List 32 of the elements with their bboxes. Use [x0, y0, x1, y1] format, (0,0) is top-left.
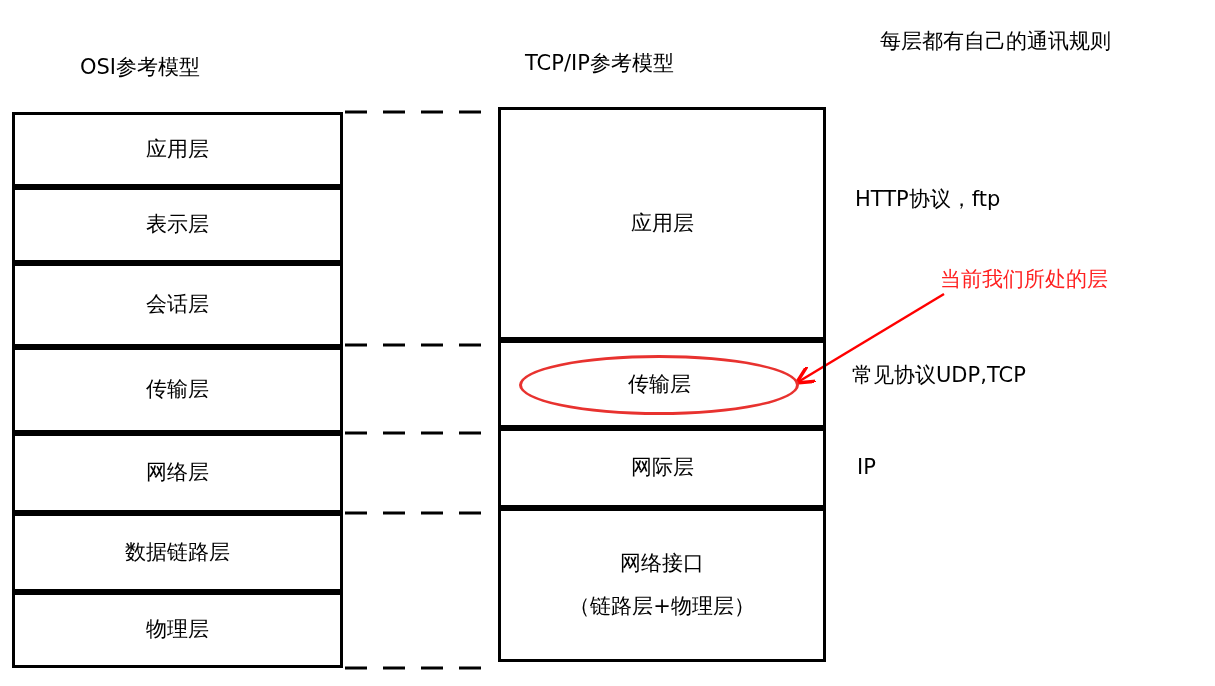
- layer-box: [12, 347, 343, 433]
- protocol-note: IP: [857, 454, 876, 481]
- layer-box: [12, 263, 343, 347]
- layer-label: 应用层: [146, 135, 209, 163]
- column-heading: TCP/IP参考模型: [525, 50, 674, 77]
- protocol-note: HTTP协议，ftp: [855, 186, 1001, 213]
- layer-label: 网络层: [146, 459, 209, 487]
- layer-label: 传输层: [627, 371, 691, 399]
- layer-label: 网络接口: [620, 549, 704, 577]
- layer-label: 传输层: [146, 376, 209, 404]
- layer-label: 当前我们所处的层: [940, 266, 1108, 294]
- highlight-oval: [519, 355, 799, 415]
- protocol-note: 常见协议UDP,TCP: [852, 362, 1026, 389]
- layer-box: [12, 592, 343, 668]
- layer-box: [12, 433, 343, 513]
- layer-box: [12, 513, 343, 592]
- note-text: 每层都有自己的通讯规则: [880, 28, 1111, 55]
- layer-label: （链路层+物理层）: [569, 593, 755, 620]
- layer-label: 物理层: [146, 616, 209, 644]
- column-heading: OSI参考模型: [80, 54, 201, 81]
- layer-box: [498, 428, 826, 508]
- layer-label: 应用层: [630, 209, 694, 237]
- layer-label: 网际层: [630, 454, 694, 482]
- layer-box: [498, 508, 826, 662]
- layer-label: 表示层: [146, 211, 209, 239]
- layer-box: [498, 340, 826, 428]
- arrow: [794, 292, 945, 385]
- layer-label: 会话层: [146, 291, 209, 319]
- layer-box: [12, 187, 343, 263]
- layer-box: [12, 112, 343, 187]
- layer-label: 数据链路层: [125, 538, 230, 566]
- layer-box: [498, 107, 826, 340]
